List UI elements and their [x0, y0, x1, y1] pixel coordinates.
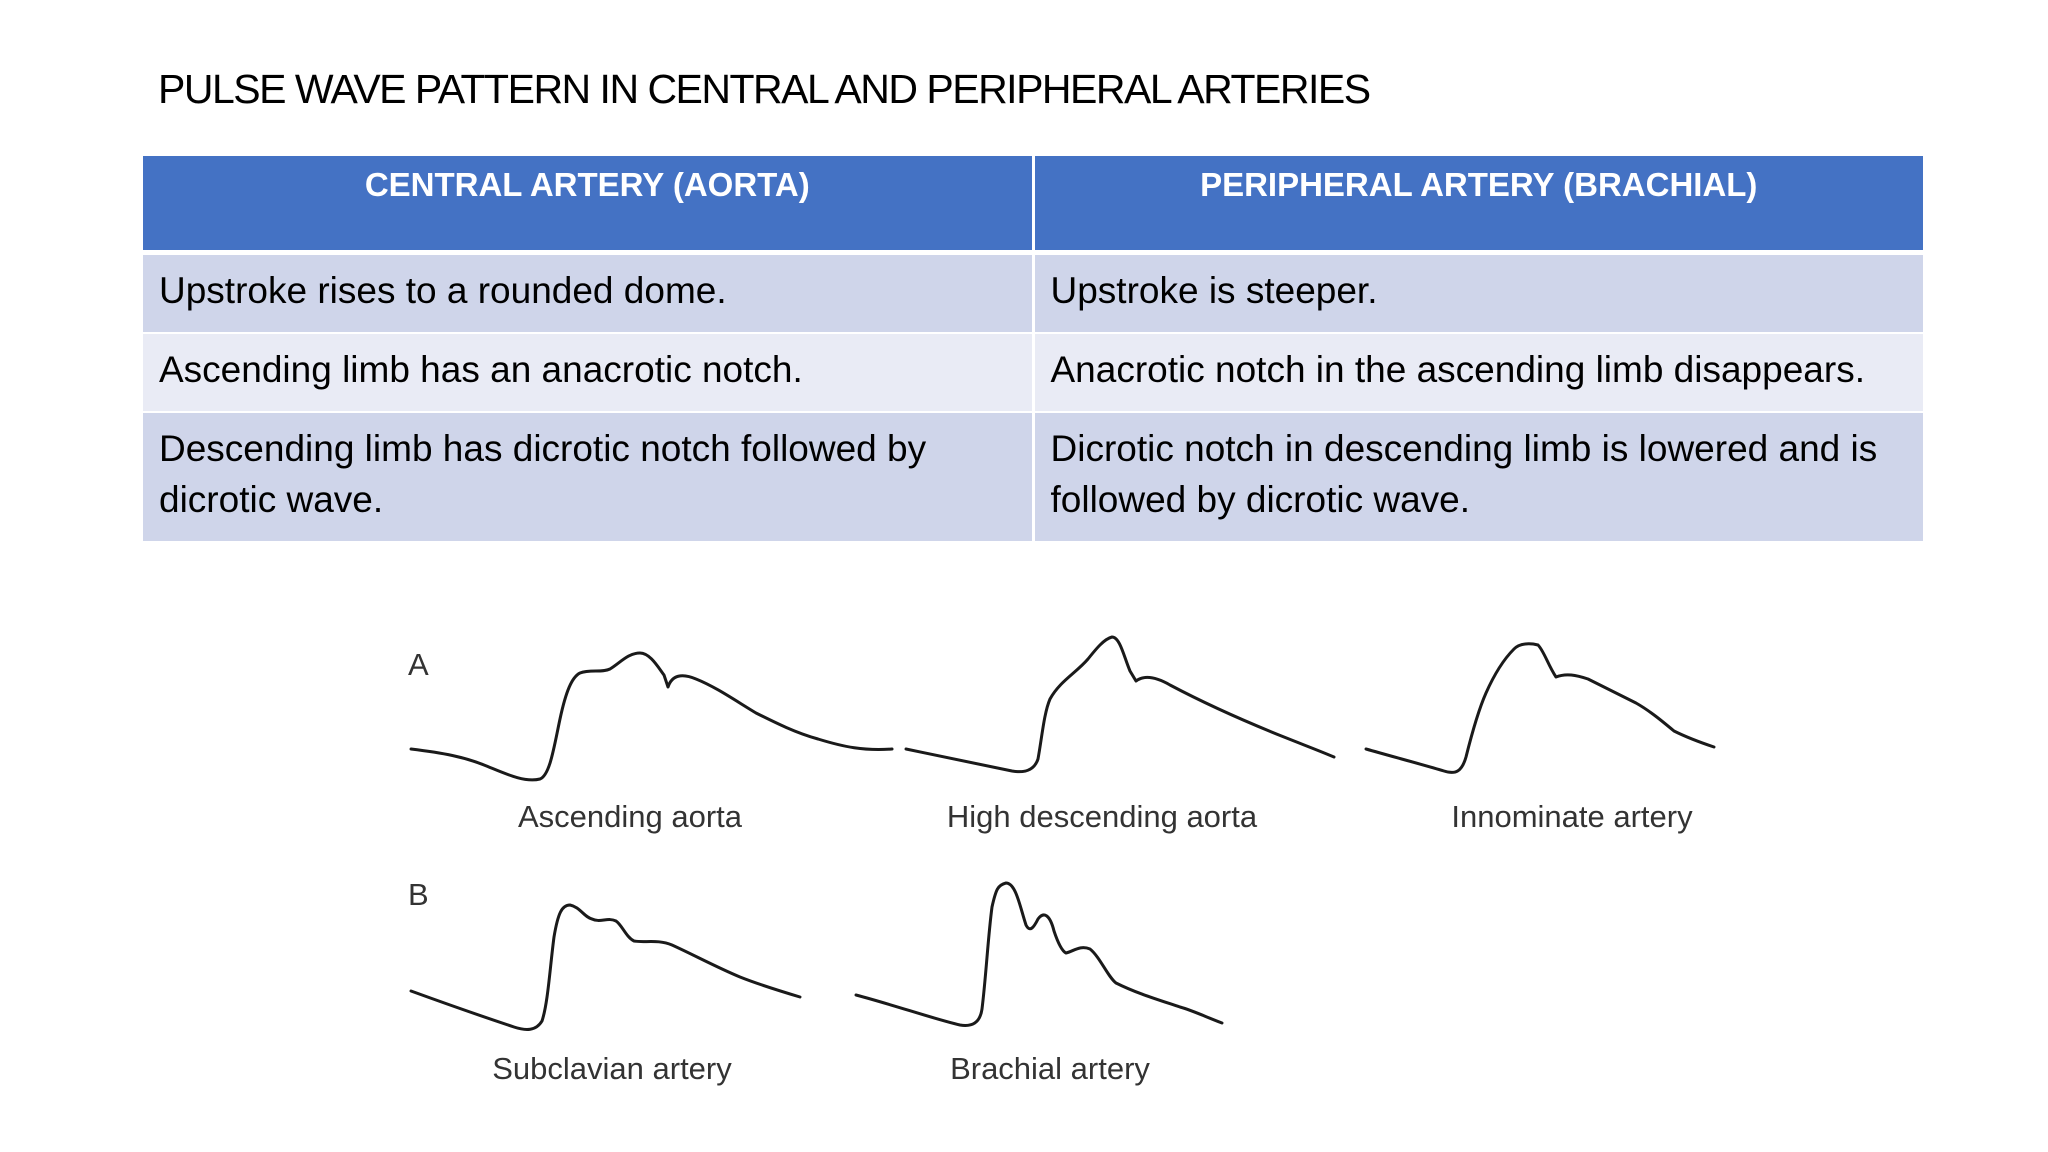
header-peripheral-artery: PERIPHERAL ARTERY (BRACHIAL) — [1033, 156, 1923, 255]
table-header-row: CENTRAL ARTERY (AORTA) PERIPHERAL ARTERY… — [143, 156, 1923, 255]
table-row: Ascending limb has an anacrotic notch. A… — [143, 332, 1923, 413]
header-central-artery: CENTRAL ARTERY (AORTA) — [143, 156, 1035, 255]
table-cell-peripheral: Anacrotic notch in the ascending limb di… — [1033, 332, 1923, 413]
slide-title: PULSE WAVE PATTERN IN CENTRAL AND PERIPH… — [158, 66, 1371, 112]
brachial-artery-waveform — [854, 881, 1224, 1027]
panel-letter-b: B — [408, 877, 429, 912]
wave-label-brachial-artery: Brachial artery — [950, 1051, 1150, 1086]
wave-label-subclavian-artery: Subclavian artery — [492, 1051, 732, 1086]
table-row: Descending limb has dicrotic notch follo… — [143, 411, 1923, 543]
table-cell-central: Upstroke rises to a rounded dome. — [143, 252, 1035, 334]
table-cell-central: Descending limb has dicrotic notch follo… — [143, 411, 1035, 543]
innominate-artery-waveform — [1364, 642, 1716, 774]
waveform-diagram: A Ascending aorta High descending aorta … — [408, 635, 1716, 1086]
comparison-table: CENTRAL ARTERY (AORTA) PERIPHERAL ARTERY… — [143, 156, 1923, 543]
subclavian-artery-waveform — [409, 903, 802, 1031]
panel-letter-a: A — [408, 647, 429, 682]
table-cell-peripheral: Upstroke is steeper. — [1033, 252, 1923, 334]
wave-label-ascending-aorta: Ascending aorta — [518, 799, 743, 834]
wave-label-high-descending-aorta: High descending aorta — [947, 799, 1258, 834]
wave-label-innominate-artery: Innominate artery — [1451, 799, 1693, 834]
table-cell-peripheral: Dicrotic notch in descending limb is low… — [1033, 411, 1923, 543]
pulse-waveform-figure: A Ascending aorta High descending aorta … — [344, 607, 1720, 1117]
table-row: Upstroke rises to a rounded dome. Upstro… — [143, 252, 1923, 334]
high-descending-aorta-waveform — [904, 635, 1336, 774]
table-cell-central: Ascending limb has an anacrotic notch. — [143, 332, 1035, 413]
ascending-aorta-waveform — [409, 651, 894, 782]
